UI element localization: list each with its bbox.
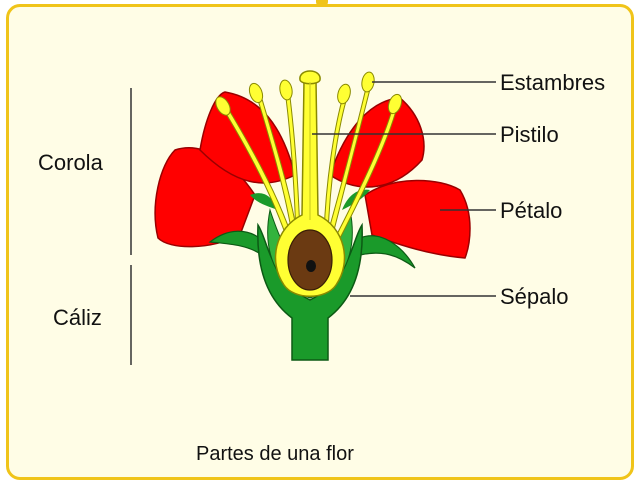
- caliz-label: Cáliz: [53, 305, 102, 330]
- corola-label: Corola: [38, 150, 104, 175]
- stamen-anther: [337, 83, 351, 105]
- stamen-anther: [215, 96, 231, 116]
- pistil: [274, 70, 346, 297]
- ovule: [306, 260, 316, 272]
- sepal-leaf-left: [250, 193, 278, 210]
- petalo-label: Pétalo: [500, 198, 562, 223]
- pistilo-label: Pistilo: [500, 122, 559, 147]
- sepalo-label: Sépalo: [500, 284, 569, 309]
- leader-lines: [130, 81, 496, 365]
- frame-notch: [316, 0, 328, 6]
- stamen-anther: [279, 79, 293, 101]
- stamen-anther: [361, 71, 375, 93]
- figure-caption: Partes de una flor: [196, 443, 354, 465]
- petal-right: [364, 179, 471, 259]
- estambres-label: Estambres: [500, 70, 605, 95]
- ovary: [287, 229, 333, 291]
- sepal-right: [359, 235, 416, 269]
- stamens: [215, 71, 403, 251]
- stamen-anther: [248, 82, 264, 104]
- stamen-anther: [387, 93, 403, 115]
- pistil-stigma: [299, 70, 321, 85]
